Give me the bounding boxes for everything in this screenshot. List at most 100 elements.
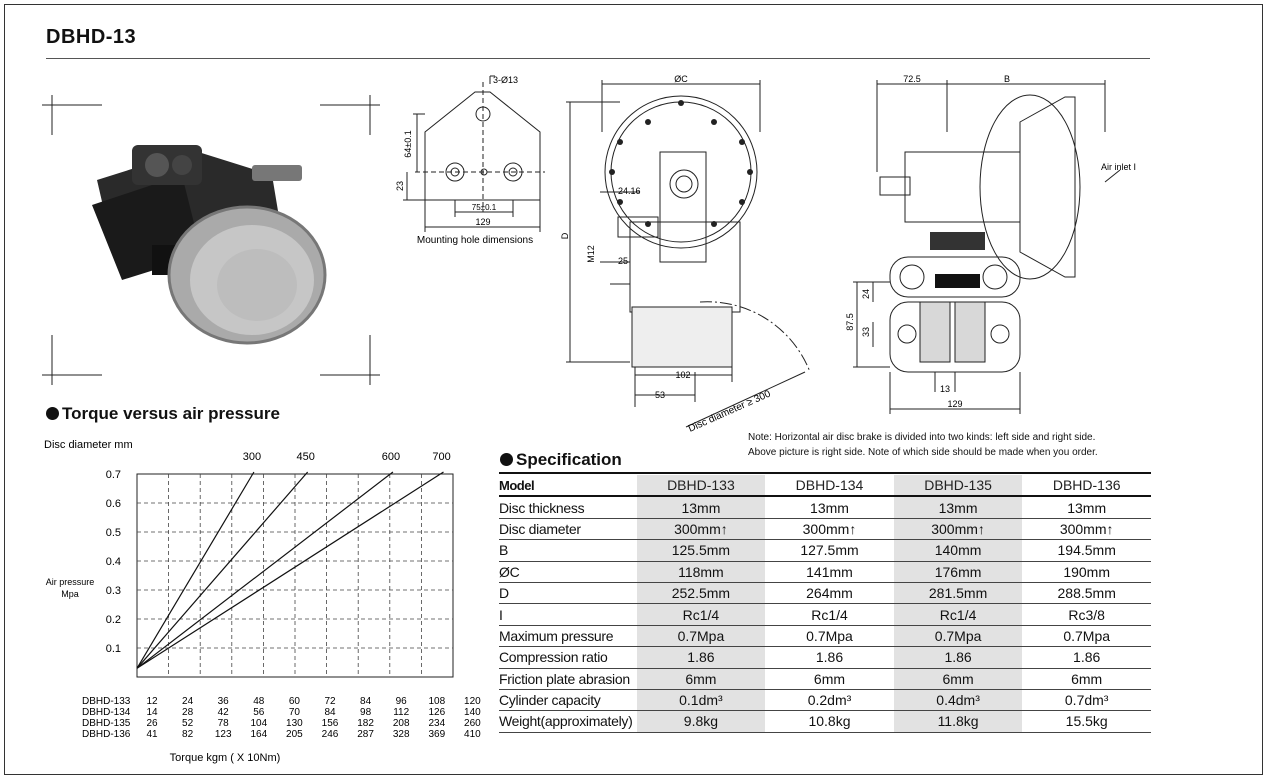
spec-model-header: DBHD-136 — [1022, 475, 1151, 498]
chart-xtick-label: 140 — [464, 707, 481, 718]
chart-xtick-label: 42 — [218, 707, 230, 718]
chart-series-line — [136, 471, 444, 669]
spec-header-label: Model — [499, 475, 637, 498]
chart-xtick-label: 36 — [218, 696, 230, 707]
chart-xtick-label: 26 — [146, 718, 158, 729]
spec-cell: 13mm — [636, 496, 766, 519]
chart-xtick-label: 112 — [393, 707, 409, 718]
spec-cell: Rc1/4 — [765, 603, 894, 626]
spec-cell: Rc3/8 — [1022, 603, 1151, 626]
spec-section-title: Specification — [500, 450, 622, 470]
spec-row-label: B — [499, 539, 637, 562]
bullet-icon — [500, 453, 513, 466]
spec-cell: 0.7Mpa — [765, 625, 894, 648]
chart-xscale-model: DBHD-136 — [82, 729, 131, 740]
chart-xtick-label: 287 — [357, 729, 374, 740]
spec-cell: 15.5kg — [1022, 710, 1151, 733]
spec-row-label: I — [499, 603, 637, 626]
torque-title-text: Torque versus air pressure — [62, 404, 280, 423]
side-view-drawing: 72.5 B Air inlet I 24 33 87.5 13 129 — [845, 74, 1136, 414]
spec-cell: Rc1/4 — [893, 603, 1023, 626]
spec-cell: 252.5mm — [636, 582, 766, 605]
front-m12-dim: M12 — [586, 245, 596, 263]
spec-row-label: Compression ratio — [499, 646, 637, 669]
chart-ylabel-unit: Mpa — [61, 589, 79, 599]
spec-model-header: DBHD-134 — [765, 475, 894, 498]
spec-cell: 300mm↑ — [765, 518, 894, 541]
chart-xtick-label: 98 — [360, 707, 372, 718]
chart-xtick-label: 84 — [360, 696, 372, 707]
spec-cell: 0.7dm³ — [1022, 689, 1151, 712]
front-view-drawing: ØC D M12 24.16 25 102 53 Disc diameter ≥… — [560, 74, 811, 435]
chart-xtick-label: 182 — [357, 718, 374, 729]
side-air-inlet: Air inlet I — [1101, 162, 1136, 172]
mounting-hole-drawing: 3-Ø13 64±0.1 23 75±0.1 129 Mounting hole… — [395, 75, 545, 246]
front-d-dim: D — [560, 232, 570, 239]
spec-model-header: DBHD-135 — [893, 475, 1023, 498]
spec-cell: 0.7Mpa — [893, 625, 1023, 648]
page-frame — [4, 4, 1263, 775]
chart-xtick-label: 41 — [146, 729, 158, 740]
chart-series-line — [136, 471, 255, 669]
spec-cell: 288.5mm — [1022, 582, 1151, 605]
spec-cell: 11.8kg — [893, 710, 1023, 733]
side-33-dim: 33 — [861, 327, 871, 337]
chart-ytick-label: 0.3 — [106, 585, 121, 597]
side-24-dim: 24 — [861, 289, 871, 299]
spec-cell: 10.8kg — [765, 710, 894, 733]
torque-chart: Disc diameter mm Air pressure Mpa Torque… — [44, 439, 481, 764]
chart-xtick-label: 126 — [428, 707, 445, 718]
spec-cell: 194.5mm — [1022, 539, 1151, 562]
mount-h1-dim: 64±0.1 — [403, 130, 413, 157]
chart-ytick-label: 0.2 — [106, 614, 121, 626]
title-divider — [46, 58, 1150, 59]
product-photo — [42, 95, 380, 385]
side-875-dim: 87.5 — [845, 313, 855, 331]
chart-xtick-label: 156 — [322, 718, 339, 729]
spec-cell: Rc1/4 — [636, 603, 766, 626]
chart-ytick-label: 0.4 — [106, 556, 121, 568]
spec-table-top-rule — [499, 472, 1151, 474]
spec-cell: 118mm — [636, 561, 766, 583]
chart-xtick-label: 164 — [250, 729, 267, 740]
chart-xtick-label: 410 — [464, 729, 481, 740]
spec-cell: 6mm — [893, 668, 1023, 690]
bullet-icon — [46, 407, 59, 420]
order-note: Note: Horizontal air disc brake is divid… — [748, 430, 1098, 460]
chart-series-line — [136, 471, 394, 669]
mount-holes-dim: 3-Ø13 — [493, 75, 518, 85]
spec-cell: 0.4dm³ — [893, 689, 1023, 712]
chart-xtick-label: 108 — [428, 696, 445, 707]
spec-row-label: D — [499, 582, 637, 605]
spec-cell: 6mm — [765, 668, 894, 690]
chart-xscale-model: DBHD-135 — [82, 718, 131, 729]
chart-ytick-label: 0.5 — [106, 527, 121, 539]
chart-xtick-label: 369 — [428, 729, 445, 740]
chart-xtick-label: 260 — [464, 718, 481, 729]
note-line-2: Above picture is right side. Note of whi… — [748, 447, 1098, 458]
spec-title-text: Specification — [516, 450, 622, 469]
chart-xtick-label: 84 — [324, 707, 336, 718]
chart-series-label: 600 — [382, 451, 400, 463]
spec-cell: 6mm — [1022, 668, 1151, 690]
chart-xtick-label: 72 — [324, 696, 336, 707]
spec-row-label: Disc thickness — [499, 496, 637, 519]
spec-cell: 141mm — [765, 561, 894, 583]
spec-cell: 0.1dm³ — [636, 689, 766, 712]
spec-cell: 13mm — [1022, 496, 1151, 519]
chart-series-label: 700 — [432, 451, 450, 463]
spec-cell: 1.86 — [893, 646, 1023, 669]
chart-xtick-label: 208 — [393, 718, 410, 729]
spec-cell: 190mm — [1022, 561, 1151, 583]
chart-xscale-model: DBHD-134 — [82, 707, 131, 718]
spec-cell: 300mm↑ — [1022, 518, 1151, 541]
spec-cell: 125.5mm — [636, 539, 766, 562]
